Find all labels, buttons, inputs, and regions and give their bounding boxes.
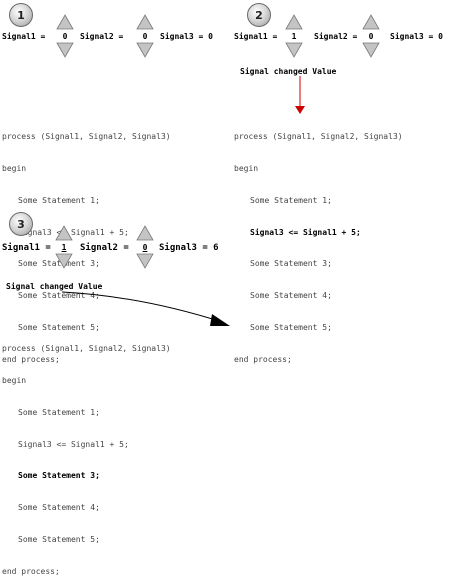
signal1-value: 0 bbox=[62, 32, 68, 41]
spinner-arrows-icon bbox=[285, 14, 303, 58]
spinner-arrows-icon bbox=[362, 14, 380, 58]
signal1-label: Signal1 = bbox=[2, 32, 46, 41]
code-line: Some Statement 4; bbox=[250, 291, 332, 301]
signal2-label: Signal2 = bbox=[314, 32, 358, 41]
signal2-value: 0 bbox=[142, 32, 148, 41]
code-line-highlighted: Signal3 <= Signal1 + 5; bbox=[250, 227, 361, 237]
signal1-value: 1 bbox=[291, 32, 297, 41]
step-1-number: 1 bbox=[17, 8, 25, 22]
signal1-spinner[interactable]: 0 bbox=[56, 14, 74, 58]
signal1-spinner[interactable]: 1 bbox=[285, 14, 303, 58]
code-line: Some Statement 3; bbox=[250, 259, 332, 269]
code-line: Some Statement 1; bbox=[18, 407, 100, 417]
code-line: Some Statement 1; bbox=[250, 195, 332, 205]
code-line-highlighted: Some Statement 3; bbox=[18, 471, 100, 481]
process-code-block: process (Signal1, Signal2, Signal3) begi… bbox=[234, 111, 403, 376]
code-line: end process; bbox=[2, 354, 60, 364]
code-line: Some Statement 5; bbox=[18, 322, 100, 332]
code-line: begin bbox=[2, 163, 27, 173]
signal2-value: 0 bbox=[142, 243, 148, 252]
code-line: process (Signal1, Signal2, Signal3) bbox=[2, 132, 171, 142]
spinner-arrows-icon bbox=[136, 225, 154, 269]
signal2-value: 0 bbox=[368, 32, 374, 41]
signal3-readout: Signal3 = 6 bbox=[159, 243, 219, 253]
red-down-arrow-icon bbox=[295, 76, 305, 114]
step-2-badge: 2 bbox=[247, 3, 271, 27]
step-1-badge: 1 bbox=[9, 3, 33, 27]
signal3-readout: Signal3 = 0 bbox=[160, 32, 213, 41]
code-line: Some Statement 4; bbox=[18, 503, 100, 513]
code-line: Some Statement 4; bbox=[18, 291, 100, 301]
spinner-arrows-icon bbox=[55, 225, 73, 269]
code-line: end process; bbox=[2, 566, 60, 576]
signal1-label: Signal1 = bbox=[2, 243, 51, 253]
code-line: begin bbox=[234, 163, 259, 173]
spinner-arrows-icon bbox=[136, 14, 154, 58]
signal1-label: Signal1 = bbox=[234, 32, 278, 41]
signal2-spinner[interactable]: 0 bbox=[362, 14, 380, 58]
signal3-readout: Signal3 = 0 bbox=[390, 32, 443, 41]
code-line: process (Signal1, Signal2, Signal3) bbox=[2, 344, 171, 354]
signal-changed-annotation: Signal changed Value bbox=[6, 282, 103, 291]
signal2-label: Signal2 = bbox=[80, 32, 124, 41]
code-line: Some Statement 5; bbox=[250, 322, 332, 332]
code-line: Signal3 <= Signal1 + 5; bbox=[18, 439, 129, 449]
process-code-block: process (Signal1, Signal2, Signal3) begi… bbox=[2, 323, 171, 588]
black-curved-arrow-icon bbox=[61, 291, 230, 326]
code-line: process (Signal1, Signal2, Signal3) bbox=[234, 132, 403, 142]
step-3-badge: 3 bbox=[9, 212, 33, 236]
signal2-spinner[interactable]: 0 bbox=[136, 225, 154, 269]
signal-changed-annotation: Signal changed Value bbox=[240, 67, 337, 76]
code-line: begin bbox=[2, 375, 27, 385]
signal2-spinner[interactable]: 0 bbox=[136, 14, 154, 58]
signal2-label: Signal2 = bbox=[80, 243, 129, 253]
code-line: end process; bbox=[234, 354, 292, 364]
spinner-arrows-icon bbox=[56, 14, 74, 58]
step-3-number: 3 bbox=[17, 217, 25, 231]
signal1-value: 1 bbox=[61, 243, 67, 252]
step-2-number: 2 bbox=[255, 8, 263, 22]
code-line: Some Statement 5; bbox=[18, 534, 100, 544]
code-line: Some Statement 1; bbox=[18, 195, 100, 205]
signal1-spinner[interactable]: 1 bbox=[55, 225, 73, 269]
